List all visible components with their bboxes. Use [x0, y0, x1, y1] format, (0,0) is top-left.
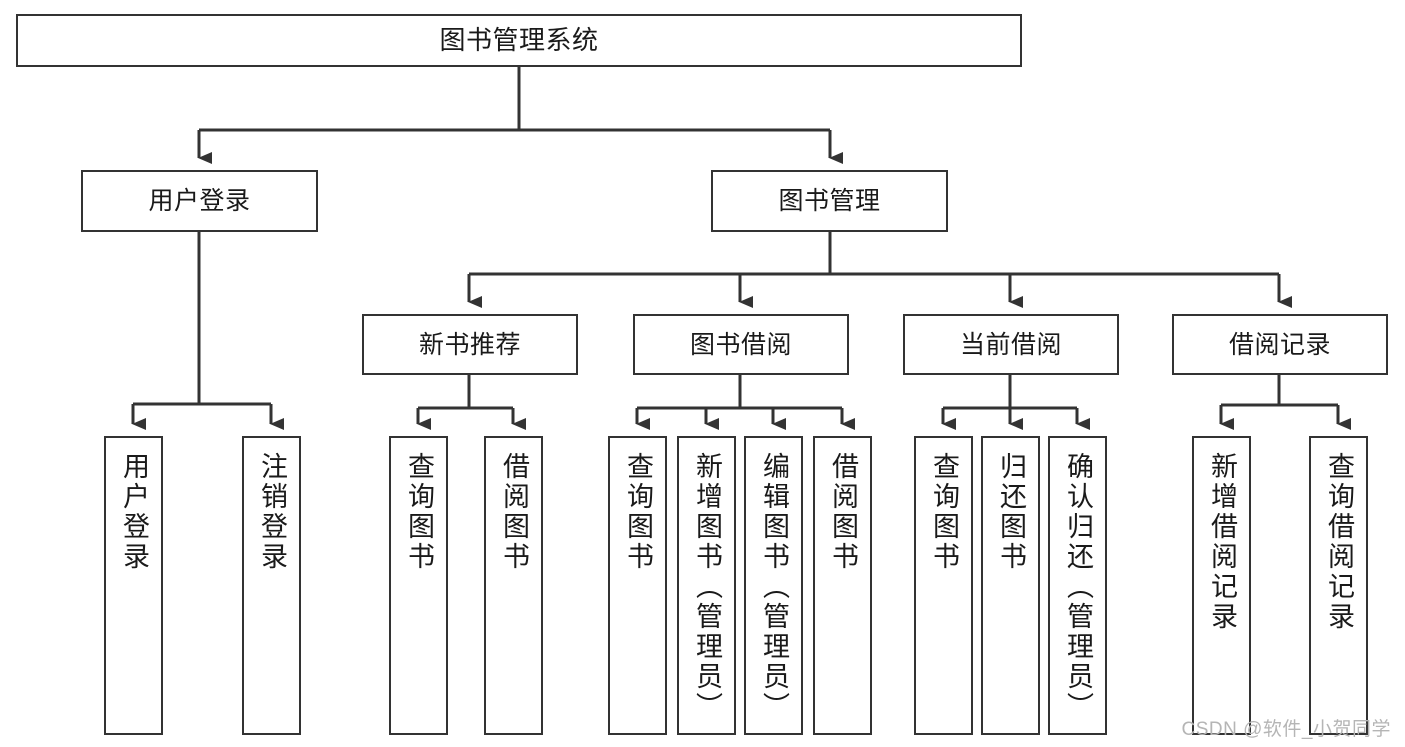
leaf-user-login[interactable]: 用户登录: [104, 436, 163, 735]
leaf-add-book-admin[interactable]: 新增图书（管理员）: [677, 436, 736, 735]
node-label: 查询图书: [929, 452, 959, 572]
node-label: 归还图书: [996, 452, 1026, 572]
node-label: 确认归还（管理员）: [1063, 452, 1093, 722]
node-label: 查询图书: [623, 452, 653, 572]
node-label: 当前借阅: [959, 330, 1062, 359]
node-current-borrow[interactable]: 当前借阅: [903, 314, 1119, 375]
leaf-add-borrow-record[interactable]: 新增借阅记录: [1192, 436, 1251, 735]
node-label: 新书推荐: [418, 330, 521, 359]
node-label: 用户登录: [119, 452, 149, 572]
leaf-borrow-book[interactable]: 借阅图书: [813, 436, 872, 735]
node-label: 查询借阅记录: [1324, 452, 1354, 632]
node-label: 注销登录: [257, 452, 287, 572]
leaf-query-book-recommendation[interactable]: 查询图书: [389, 436, 448, 735]
node-label: 图书管理: [778, 187, 881, 215]
node-label: 借阅记录: [1228, 330, 1331, 359]
node-label: 图书借阅: [689, 330, 792, 359]
leaf-query-book-borrow[interactable]: 查询图书: [608, 436, 667, 735]
node-book-borrow[interactable]: 图书借阅: [633, 314, 849, 375]
node-label: 用户登录: [148, 187, 251, 215]
leaf-confirm-return-admin[interactable]: 确认归还（管理员）: [1048, 436, 1107, 735]
leaf-logout[interactable]: 注销登录: [242, 436, 301, 735]
leaf-edit-book-admin[interactable]: 编辑图书（管理员）: [744, 436, 803, 735]
leaf-query-book-current[interactable]: 查询图书: [914, 436, 973, 735]
node-new-book-recommendation[interactable]: 新书推荐: [362, 314, 578, 375]
node-root-system[interactable]: 图书管理系统: [16, 14, 1022, 67]
leaf-borrow-book-recommendation[interactable]: 借阅图书: [484, 436, 543, 735]
leaf-return-book[interactable]: 归还图书: [981, 436, 1040, 735]
node-label: 新增图书（管理员）: [692, 452, 722, 722]
node-borrow-records[interactable]: 借阅记录: [1172, 314, 1388, 375]
node-book-management[interactable]: 图书管理: [711, 170, 948, 232]
csdn-watermark: CSDN @软件_小贺同学: [1181, 719, 1391, 740]
node-label: 借阅图书: [828, 452, 858, 572]
node-label: 编辑图书（管理员）: [759, 452, 789, 722]
node-label: 图书管理系统: [439, 24, 599, 55]
leaf-query-borrow-record[interactable]: 查询借阅记录: [1309, 436, 1368, 735]
node-user-login[interactable]: 用户登录: [81, 170, 318, 232]
node-label: 查询图书: [404, 452, 434, 572]
node-label: 新增借阅记录: [1207, 452, 1237, 632]
node-label: 借阅图书: [499, 452, 529, 572]
